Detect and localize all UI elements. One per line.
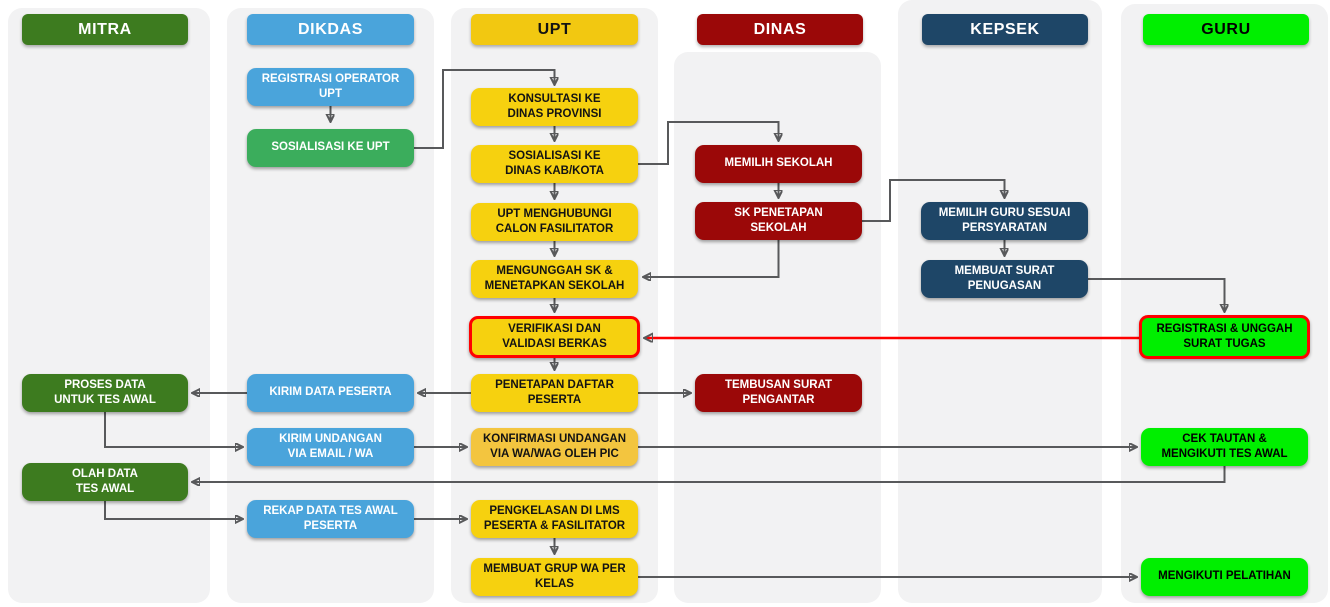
- node-cek-tautan-tes-awal: CEK TAUTAN & MENGIKUTI TES AWAL: [1141, 428, 1308, 466]
- node-memilih-guru: MEMILIH GURU SESUAI PERSYARATAN: [921, 202, 1088, 240]
- node-mengunggah-sk: MENGUNGGAH SK & MENETAPKAN SEKOLAH: [471, 260, 638, 298]
- node-verifikasi-validasi-berkas: VERIFIKASI DAN VALIDASI BERKAS: [469, 316, 640, 358]
- lane-header-kepsek: KEPSEK: [922, 14, 1088, 45]
- lane-kepsek: [898, 0, 1102, 603]
- node-sk-penetapan-sekolah: SK PENETAPAN SEKOLAH: [695, 202, 862, 240]
- lane-dinas: [674, 52, 881, 603]
- node-upt-menghubungi-fasilitator: UPT MENGHUBUNGI CALON FASILITATOR: [471, 203, 638, 241]
- node-memilih-sekolah: MEMILIH SEKOLAH: [695, 145, 862, 183]
- node-penetapan-daftar-peserta: PENETAPAN DAFTAR PESERTA: [471, 374, 638, 412]
- lane-header-mitra: MITRA: [22, 14, 188, 45]
- node-konfirmasi-undangan: KONFIRMASI UNDANGAN VIA WA/WAG OLEH PIC: [471, 428, 638, 466]
- lane-header-upt: UPT: [471, 14, 638, 45]
- node-membuat-surat-penugasan: MEMBUAT SURAT PENUGASAN: [921, 260, 1088, 298]
- node-rekap-data-tes-awal: REKAP DATA TES AWAL PESERTA: [247, 500, 414, 538]
- lane-header-guru: GURU: [1143, 14, 1309, 45]
- node-konsultasi-dinas-provinsi: KONSULTASI KE DINAS PROVINSI: [471, 88, 638, 126]
- node-registrasi-unggah-surat: REGISTRASI & UNGGAH SURAT TUGAS: [1139, 315, 1310, 359]
- node-tembusan-surat-pengantar: TEMBUSAN SURAT PENGANTAR: [695, 374, 862, 412]
- node-sosialisasi-dinas-kabkota: SOSIALISASI KE DINAS KAB/KOTA: [471, 145, 638, 183]
- lane-guru: [1121, 4, 1328, 603]
- node-registrasi-operator-upt: REGISTRASI OPERATOR UPT: [247, 68, 414, 106]
- node-membuat-grup-wa: MEMBUAT GRUP WA PER KELAS: [471, 558, 638, 596]
- lane-header-dikdas: DIKDAS: [247, 14, 414, 45]
- node-mengikuti-pelatihan: MENGIKUTI PELATIHAN: [1141, 558, 1308, 596]
- lane-mitra: [8, 8, 210, 603]
- node-sosialisasi-ke-upt: SOSIALISASI KE UPT: [247, 129, 414, 167]
- node-pengkelasan-lms: PENGKELASAN DI LMS PESERTA & FASILITATOR: [471, 500, 638, 538]
- node-proses-data-tes-awal: PROSES DATA UNTUK TES AWAL: [22, 374, 188, 412]
- lane-header-dinas: DINAS: [697, 14, 863, 45]
- node-kirim-data-peserta: KIRIM DATA PESERTA: [247, 374, 414, 412]
- node-kirim-undangan: KIRIM UNDANGAN VIA EMAIL / WA: [247, 428, 414, 466]
- node-olah-data-tes-awal: OLAH DATA TES AWAL: [22, 463, 188, 501]
